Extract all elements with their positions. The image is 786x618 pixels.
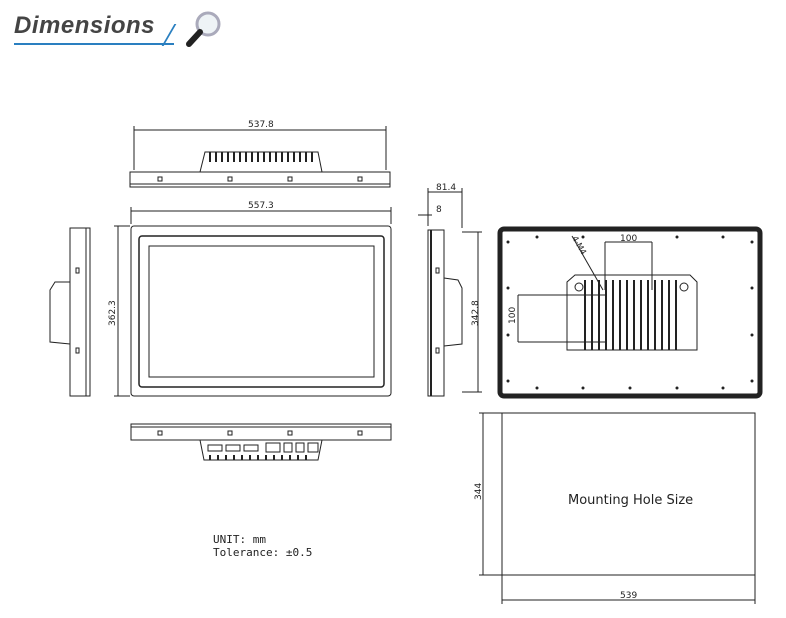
side-height-label: 342.8 [471,300,481,326]
vesa-v-label: 100 [508,307,518,324]
vesa-h-label: 100 [620,234,637,244]
screw-spec-label: 4-M4 [570,235,588,257]
title-underline [14,43,174,45]
front-height-label: 362.3 [108,300,118,326]
front-width-label: 557.3 [248,201,274,211]
rear-view: 100 100 4-M4 [497,226,763,399]
right-side-view: 81.4 8 342.8 [418,183,482,397]
depth-label: 81.4 [436,183,456,193]
cutout-height-label: 344 [474,483,484,500]
bezel-depth-label: 8 [436,205,442,215]
page-title: Dimensions [14,12,156,39]
left-side-view [49,227,91,397]
unit-note: UNIT: mm [213,533,266,546]
mounting-cutout: 344 539 Mounting Hole Size [474,412,756,604]
magnifier-icon [186,11,221,47]
cutout-label: Mounting Hole Size [568,493,693,508]
tolerance-note: Tolerance: ±0.5 [213,546,313,559]
cutout-width-label: 539 [620,591,637,601]
front-view: 557.3 362.3 [108,201,392,397]
top-width-label: 537.8 [248,120,274,130]
bottom-view [130,423,392,461]
top-view: 537.8 [129,120,391,188]
